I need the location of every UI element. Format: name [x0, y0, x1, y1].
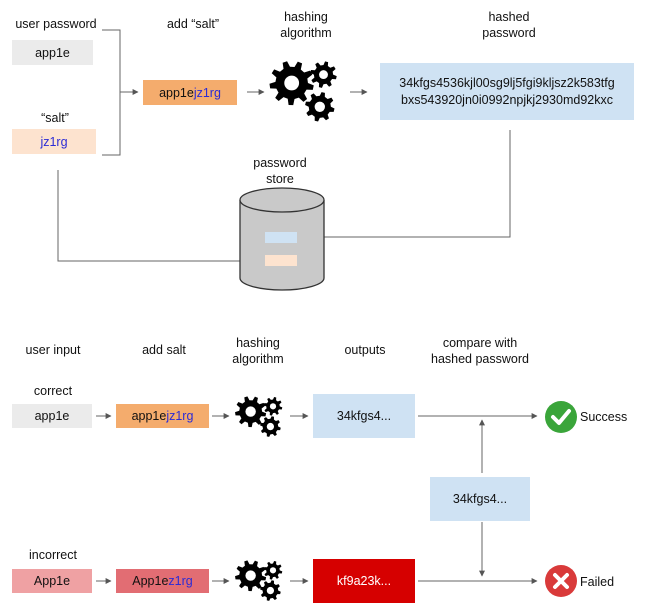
salt-label: “salt” [41, 111, 69, 125]
salted-suffix: jz1rg [193, 85, 221, 100]
store-label-line-2: store [266, 172, 294, 186]
hashed-label-line-1: hashed [488, 10, 530, 24]
add-salt-label: add “salt” [166, 17, 220, 31]
gear-hole [269, 403, 277, 410]
salted-prefix: app1e [159, 85, 194, 100]
gear-hole [269, 567, 277, 574]
hashing-label-line-1: hashing [284, 10, 328, 24]
salt-to-store-line [57, 170, 259, 264]
gear-hole [245, 570, 256, 581]
col-outputs: outputs [344, 343, 386, 357]
col-add-salt: add salt [142, 343, 186, 357]
stored-hash-box: 34kfgs4... [430, 477, 530, 521]
correct-salted-suffix: jz1rg [166, 409, 194, 423]
col-hashing-algorithm: hashing algorithm [218, 335, 298, 367]
user-password-label: user password [15, 17, 97, 31]
col-hashing-line-2: algorithm [232, 352, 284, 366]
gear-hole [245, 406, 256, 417]
hashing-label-line-2: algorithm [280, 26, 332, 40]
incorrect-label: incorrect [29, 548, 77, 562]
success-label: Success [580, 410, 628, 424]
stored-salt-slot [265, 255, 297, 266]
password-box: app1e [12, 40, 93, 65]
salt-box: jz1rg [12, 129, 96, 154]
col-compare: compare with hashed password [420, 335, 540, 367]
gears-icon-incorrect [235, 560, 283, 601]
hashed-password-box: 34kfgs4536kjl00sg9lj5fgi9kljsz2k583tfg b… [380, 63, 634, 120]
hash-to-store-line [303, 130, 511, 240]
hashing-algorithm-label: hashing algorithm [258, 9, 354, 41]
col-hashing-line-1: hashing [236, 336, 280, 350]
incorrect-salted-prefix: App1e [132, 574, 169, 588]
hashed-password-label: hashed password [450, 9, 568, 41]
gears-icon-correct [235, 396, 283, 437]
correct-input-box: app1e [12, 404, 92, 428]
col-user-input: user input [25, 343, 81, 357]
gear-hole [266, 422, 275, 431]
store-label-line-1: password [253, 156, 307, 170]
failed-x-icon [545, 565, 577, 597]
hash-line-1: 34kfgs4536kjl00sg9lj5fgi9kljsz2k583tfg [399, 75, 615, 90]
gear-hole [314, 101, 325, 112]
hashed-label-line-2: password [482, 26, 536, 40]
incorrect-output-box: kf9a23k... [313, 559, 415, 603]
success-check-icon [545, 401, 577, 433]
correct-salted-prefix: app1e [131, 409, 167, 423]
col-compare-line-1: compare with [442, 336, 518, 350]
col-compare-line-2: hashed password [431, 352, 529, 366]
password-store-label: password store [240, 155, 320, 187]
correct-output-box: 34kfgs4... [313, 394, 415, 438]
gear-hole [319, 70, 328, 80]
merge-bracket [102, 29, 121, 156]
gears-icon-top [269, 61, 337, 122]
incorrect-salted-suffix: z1rg [168, 574, 193, 588]
database-icon [239, 187, 325, 291]
stored-hash-slot [265, 232, 297, 243]
gear-hole [284, 75, 300, 91]
incorrect-input-box: App1e [12, 569, 92, 593]
hash-line-2: bxs543920jn0i0992npjkj2930md92kxc [401, 92, 613, 107]
gear-hole [266, 586, 275, 595]
correct-label: correct [33, 384, 73, 398]
failed-label: Failed [580, 575, 615, 589]
